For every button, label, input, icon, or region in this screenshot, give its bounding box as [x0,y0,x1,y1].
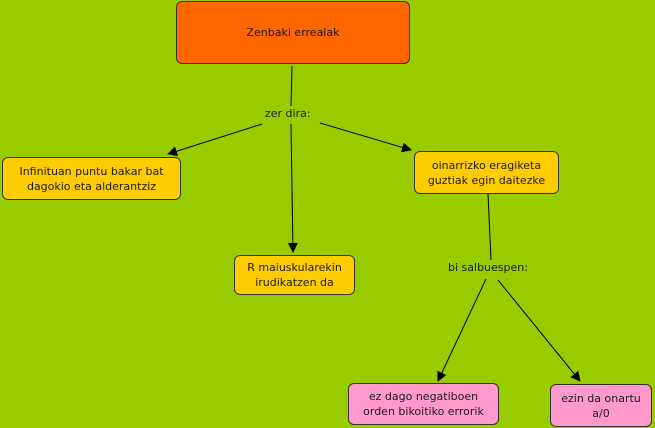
link-label-what-are: zer dira: [263,107,313,120]
concept-symbol[interactable]: R maiuskularekin irudikatzen da [234,255,355,295]
concept-operations[interactable]: oinarrizko eragiketa guztiak egin daitez… [414,151,559,194]
arrow-to-operations [319,122,412,153]
root-concept[interactable]: Zenbaki errealak [176,1,410,64]
line-operations-to-label [487,193,492,261]
arrow-to-infinite [167,123,263,157]
line-root-to-label [290,65,293,107]
concept-exception-zero[interactable]: ezin da onartu a/0 [550,384,652,427]
concept-infinite[interactable]: Infinituan puntu bakar bat dagokio eta a… [2,157,181,200]
arrow-to-exception-zero [497,279,581,382]
concept-exception-negative[interactable]: ez dago negatiboen orden bikoitiko error… [348,383,499,425]
link-label-two-exceptions: bi salbuespen: [446,261,530,274]
arrow-to-symbol [287,123,298,253]
arrow-to-exception-negative [437,278,487,382]
